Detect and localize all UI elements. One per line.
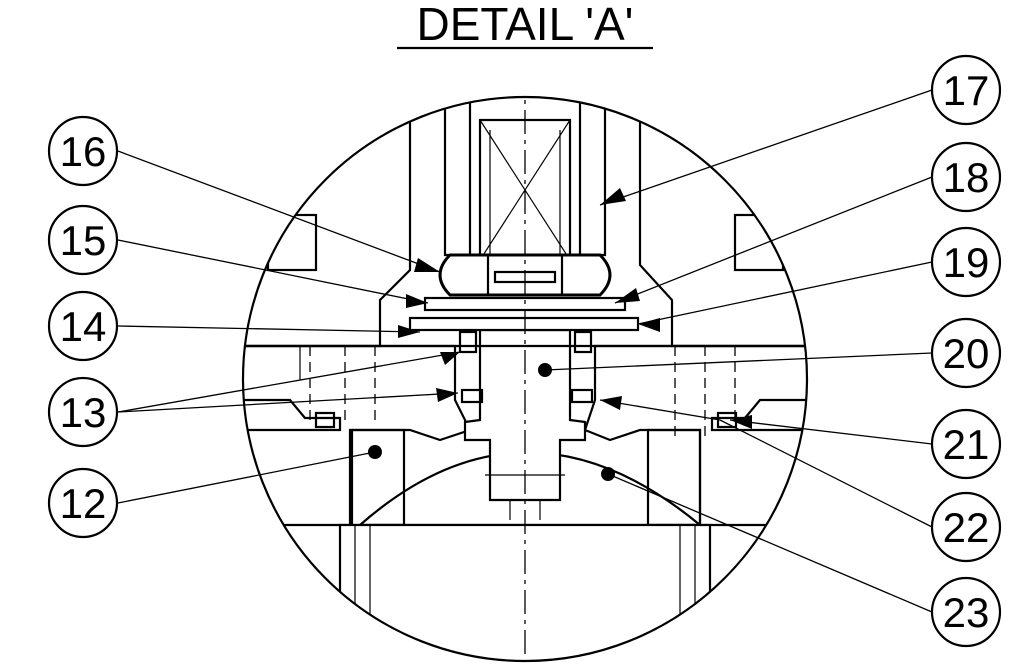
detail-circle xyxy=(241,95,809,663)
section-view xyxy=(243,97,807,661)
balloon-17: 17 xyxy=(930,54,1002,126)
bolt-right xyxy=(674,346,736,440)
bushing-left xyxy=(458,330,478,354)
balloon-12: 12 xyxy=(47,467,119,539)
stem xyxy=(463,328,587,502)
seal-left xyxy=(314,411,336,429)
svg-text:15: 15 xyxy=(60,217,107,264)
bushing-right xyxy=(573,330,593,354)
svg-text:18: 18 xyxy=(943,154,990,201)
balloon-22: 22 xyxy=(930,491,1002,563)
balloon-23: 23 xyxy=(930,576,1002,648)
detail-title: DETAIL 'A' xyxy=(417,0,634,50)
insert-right xyxy=(646,428,702,527)
balloon-13: 13 xyxy=(47,376,119,448)
bore-wall-right xyxy=(578,97,607,257)
leaders xyxy=(117,89,933,613)
packing-right xyxy=(570,388,594,404)
svg-text:12: 12 xyxy=(60,480,107,527)
svg-text:16: 16 xyxy=(60,128,107,175)
body-right xyxy=(583,344,807,527)
balloon-21: 21 xyxy=(930,408,1002,480)
svg-text:14: 14 xyxy=(60,303,107,350)
svg-text:22: 22 xyxy=(943,504,990,551)
body-left xyxy=(243,344,472,527)
bonnet-right xyxy=(628,97,807,348)
svg-text:17: 17 xyxy=(943,67,990,114)
balloon-19: 19 xyxy=(930,226,1002,298)
bore-wall-left xyxy=(443,97,472,257)
bonnet-left xyxy=(243,97,422,348)
balloon-14: 14 xyxy=(47,290,119,362)
svg-text:23: 23 xyxy=(943,589,990,636)
svg-text:21: 21 xyxy=(943,421,990,468)
svg-text:20: 20 xyxy=(943,330,990,377)
balloon-20: 20 xyxy=(930,317,1002,389)
flange-ledge-right xyxy=(710,398,807,432)
packing-left xyxy=(460,388,484,404)
balloon-16: 16 xyxy=(47,115,119,187)
leader-markers xyxy=(368,188,752,481)
balloon-18: 18 xyxy=(930,141,1002,213)
svg-text:19: 19 xyxy=(943,239,990,286)
bolt-left xyxy=(299,346,376,420)
svg-text:13: 13 xyxy=(60,389,107,436)
plate-19 xyxy=(408,316,640,332)
balloon-15: 15 xyxy=(47,204,119,276)
